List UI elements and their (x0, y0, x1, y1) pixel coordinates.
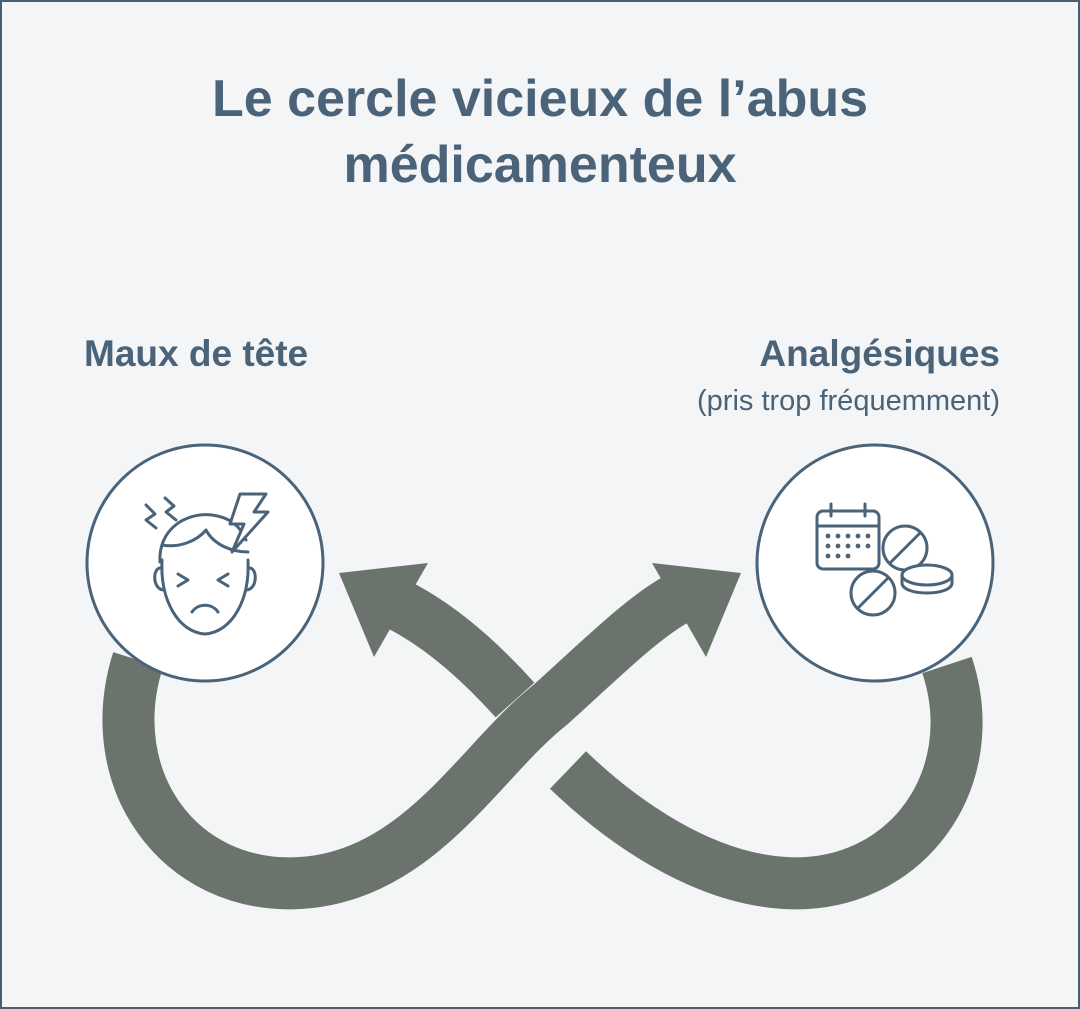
arrowhead-right (652, 563, 741, 657)
analgesics-sublabel: (pris trop fréquemment) (697, 385, 1000, 417)
cycle-arrow-to-analgesics (102, 577, 689, 910)
arrowhead-left (339, 563, 428, 657)
headache-face-icon (144, 492, 270, 636)
analgesics-label: Analgésiques (759, 333, 1000, 374)
calendar-dots (825, 533, 871, 559)
cycle-arrow-to-headache (549, 656, 983, 910)
cycle-arrow-to-headache-tail (383, 579, 535, 718)
calendar-pills-icon (815, 502, 954, 617)
headache-node-circle (85, 443, 325, 683)
headache-label: Maux de tête (84, 333, 309, 374)
title-line-2: médicamenteux (343, 136, 737, 194)
title-line-1: Le cercle vicieux de l’abus (211, 70, 869, 128)
page-title: Le cercle vicieux de l’abus médicamenteu… (0, 66, 1080, 198)
